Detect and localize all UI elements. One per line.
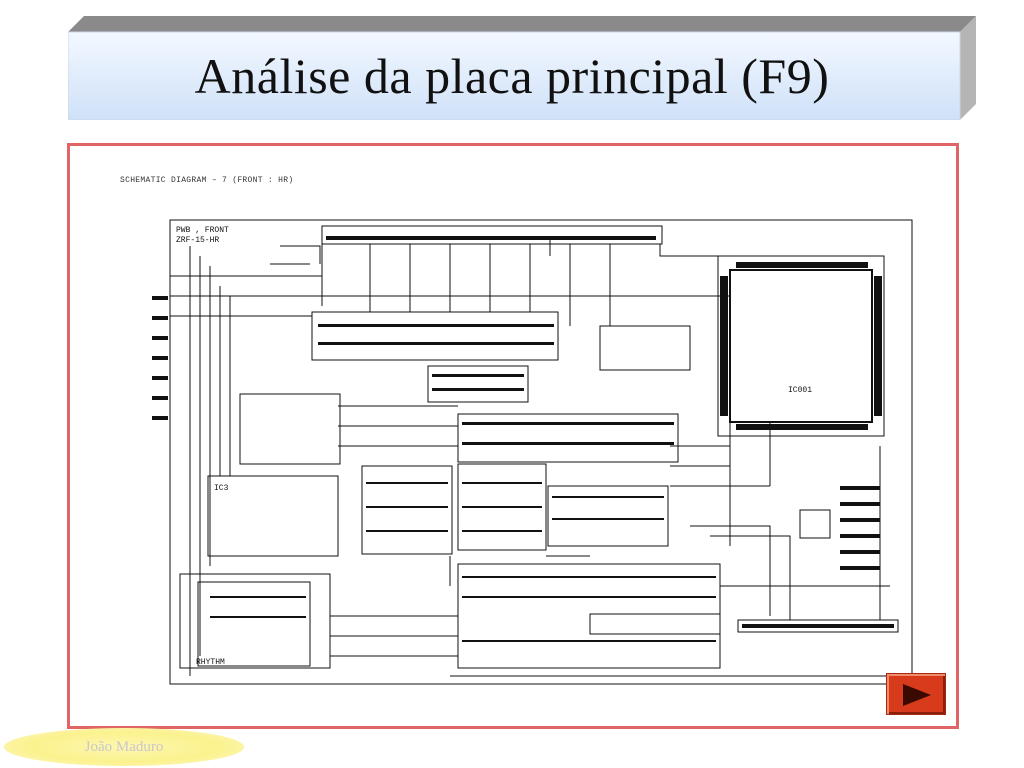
schematic-caption: SCHEMATIC DIAGRAM – 7 (FRONT : HR) [120,176,294,185]
play-triangle-icon [903,684,931,706]
board-label: PWB , FRONT [176,226,229,235]
title-banner [68,16,976,120]
next-slide-button[interactable] [886,673,946,715]
ic-main-label: IC001 [788,386,812,395]
rhythm-label: RHYTHM [196,658,225,667]
schematic-frame: SCHEMATIC DIAGRAM – 7 (FRONT : HR) [67,143,959,729]
schematic-diagram: PWB , FRONT ZRF-15-HR IC001 IC3 RHYTHM [152,219,913,685]
slide-title: Análise da placa principal (F9) [194,48,830,104]
ic-sub-label: IC3 [214,484,229,493]
board-code-label: ZRF-15-HR [176,236,219,245]
author-label: João Maduro [4,728,244,766]
